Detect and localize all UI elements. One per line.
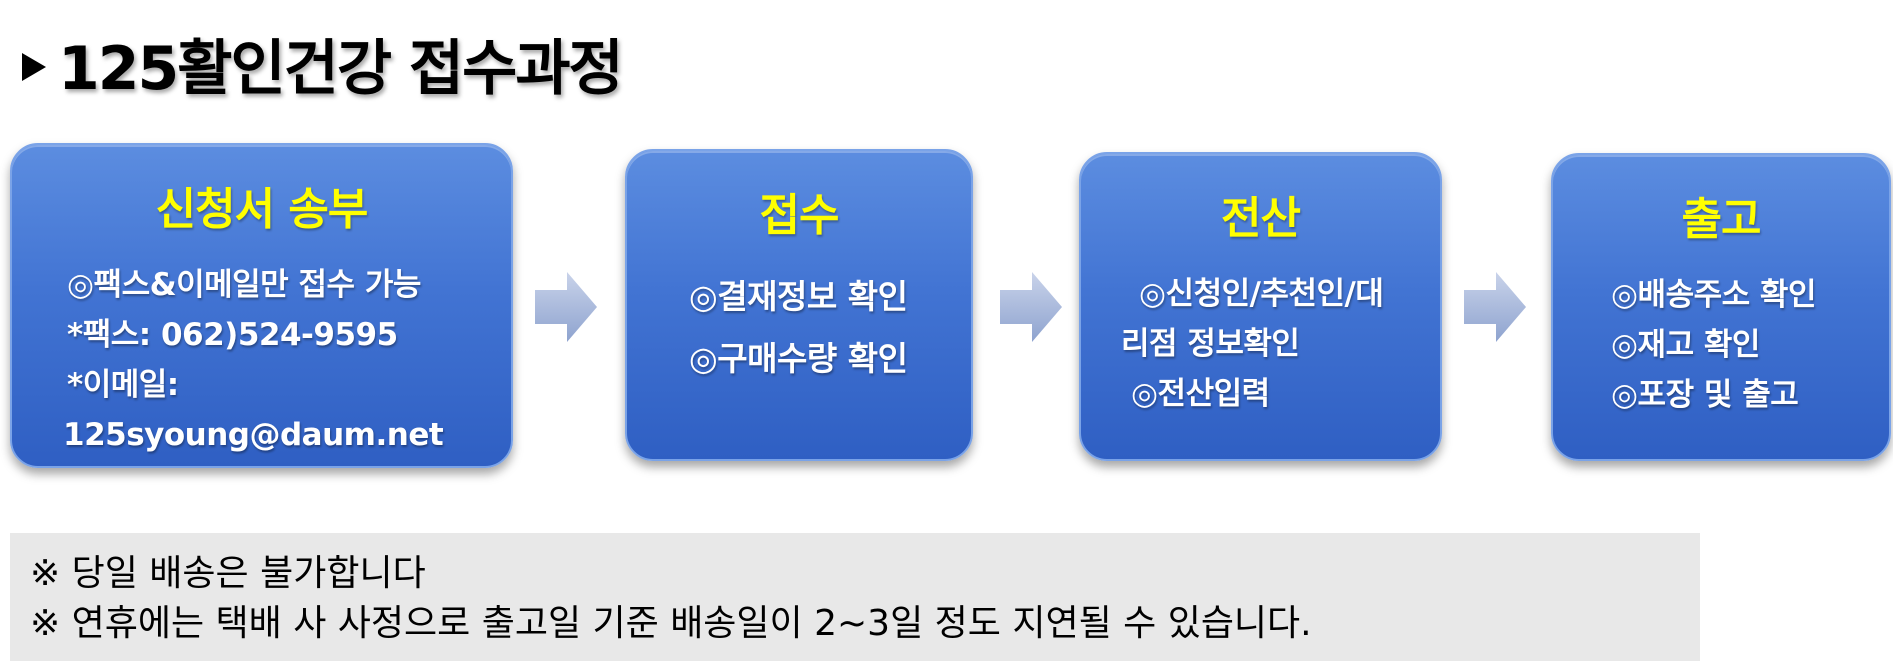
step-line: ◎신청인/추천인/대 [1139, 276, 1384, 312]
notice-line: ※ 당일 배송은 불가합니다 [30, 553, 426, 594]
step-box-receipt: 접수 ◎결재정보 확인 ◎구매수량 확인 [625, 149, 973, 461]
notice-box: ※ 당일 배송은 불가합니다 ※ 연휴에는 택배 사 사정으로 출고일 기준 배… [10, 533, 1700, 661]
step-line: 리점 정보확인 [1121, 326, 1300, 362]
step-box-computer-entry: 전산 ◎신청인/추천인/대 리점 정보확인 ◎전산입력 [1079, 152, 1442, 461]
step-body: ◎팩스&이메일만 접수 가능 *팩스: 062)524-9595 *이메일: 1… [63, 260, 444, 460]
step-line: ◎구매수량 확인 [689, 339, 908, 378]
arrow-right-icon [535, 272, 597, 342]
arrow-right-icon [1000, 272, 1062, 342]
step-line: ◎포장 및 출고 [1611, 377, 1799, 413]
step-line: ◎전산입력 [1131, 376, 1270, 412]
step-box-application: 신청서 송부 ◎팩스&이메일만 접수 가능 *팩스: 062)524-9595 … [10, 143, 513, 468]
step-line: *팩스: 062)524-9595 [67, 317, 398, 353]
arrow-right-icon [1464, 272, 1526, 342]
step-line: ◎결재정보 확인 [689, 277, 908, 316]
step-title: 신청서 송부 [155, 184, 369, 235]
page-title-text: 125활인건강 접수과정 [58, 33, 624, 104]
page-title: 125활인건강 접수과정 [22, 18, 624, 108]
step-line: ◎재고 확인 [1611, 327, 1760, 363]
triangle-right-icon [22, 53, 46, 81]
step-body: ◎신청인/추천인/대 리점 정보확인 ◎전산입력 [1121, 269, 1384, 419]
step-title: 전산 [1221, 193, 1301, 244]
step-body: ◎결재정보 확인 ◎구매수량 확인 [689, 266, 908, 390]
step-line: ◎배송주소 확인 [1611, 277, 1816, 313]
notice-line: ※ 연휴에는 택배 사 사정으로 출고일 기준 배송일이 2~3일 정도 지연될… [30, 603, 1312, 644]
step-title: 출고 [1681, 194, 1762, 245]
step-line: ◎팩스&이메일만 접수 가능 [67, 267, 421, 303]
step-body: ◎배송주소 확인 ◎재고 확인 ◎포장 및 출고 [1611, 270, 1816, 420]
step-line: 125syoung@daum.net [63, 417, 444, 453]
step-box-shipping: 출고 ◎배송주소 확인 ◎재고 확인 ◎포장 및 출고 [1551, 153, 1891, 461]
step-title: 접수 [759, 190, 840, 241]
step-line: *이메일: [67, 367, 179, 403]
